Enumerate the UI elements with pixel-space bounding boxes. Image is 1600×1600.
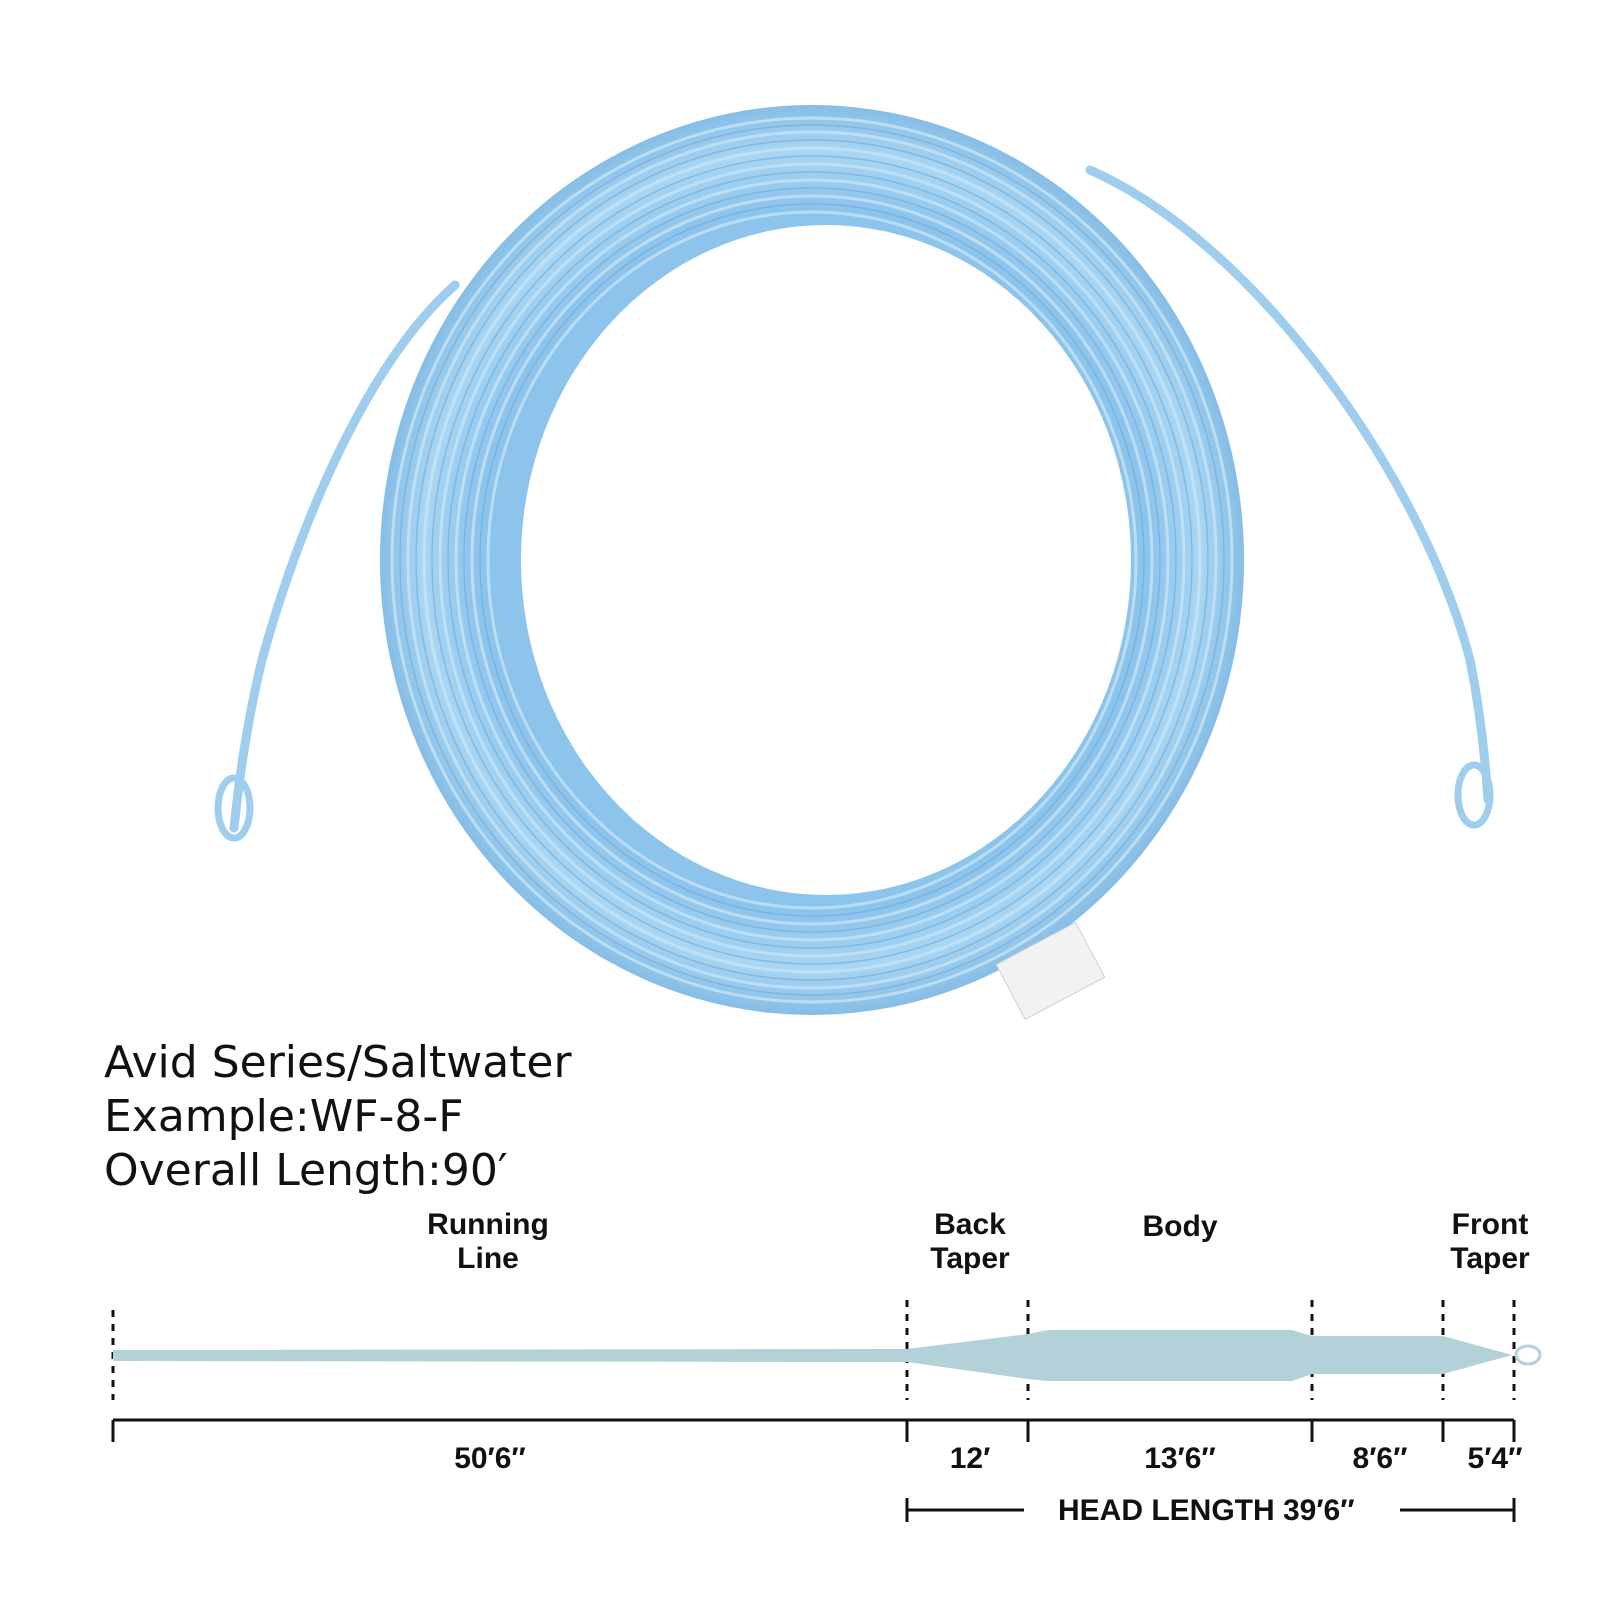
fly-line-coil-image <box>214 105 1494 1021</box>
length-running-line: 50′6″ <box>454 1442 526 1475</box>
length-front-taper: 5′4″ <box>1467 1442 1523 1475</box>
series-title: Avid Series/Saltwater <box>104 1037 572 1088</box>
label-running-line: Running Line <box>427 1208 549 1275</box>
label-front-taper: Front Taper <box>1450 1208 1530 1275</box>
tip-loop-icon <box>1514 1344 1542 1366</box>
label-body: Body <box>1142 1210 1218 1243</box>
coil-tag <box>995 921 1106 1021</box>
head-length-label: HEAD LENGTH 39′6″ <box>1058 1494 1355 1527</box>
loop-right-icon <box>1454 761 1494 829</box>
line-tail-right <box>1085 165 1493 805</box>
length-belly: 8′6″ <box>1352 1442 1408 1475</box>
example-designation: Example:WF-8-F <box>104 1091 464 1142</box>
loop-left-icon <box>214 774 254 842</box>
length-back-taper: 12′ <box>949 1442 991 1475</box>
fly-line-profile <box>113 1330 1512 1381</box>
length-body: 13′6″ <box>1144 1442 1216 1475</box>
product-info: Avid Series/Saltwater Example:WF-8-F Ove… <box>104 1036 572 1198</box>
overall-length: Overall Length:90′ <box>104 1145 508 1196</box>
label-back-taper: Back Taper <box>930 1208 1010 1275</box>
line-tail-left <box>229 280 460 833</box>
